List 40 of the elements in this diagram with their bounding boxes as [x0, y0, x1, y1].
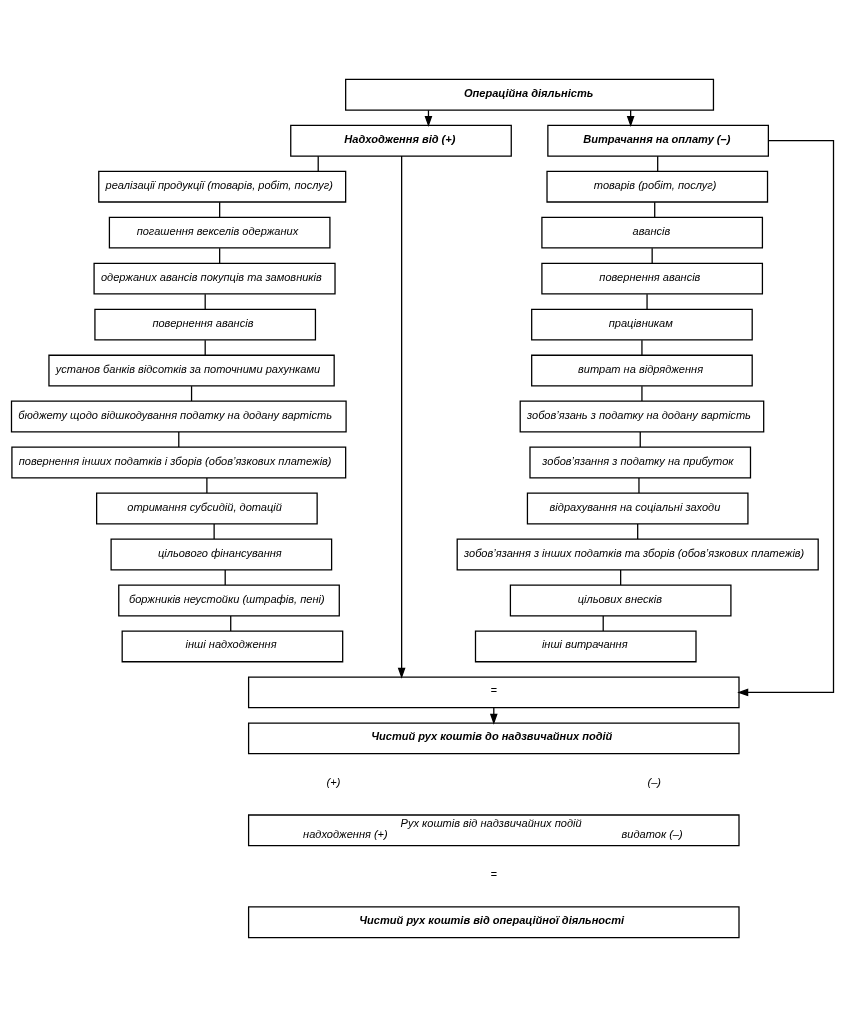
node-box: цільових внесків	[509, 584, 732, 617]
node-box: Операційна діяльність	[345, 78, 715, 111]
node-box: Рух коштів від надзвичайних подій надходження (+) видаток (–)	[247, 814, 740, 847]
connector	[641, 339, 643, 356]
node-box: зобов’язання з податку на прибуток	[529, 446, 752, 479]
node-box: установ банків відсотків за поточними рахунками	[48, 354, 335, 387]
connector	[213, 523, 215, 540]
connector	[641, 385, 643, 402]
connector	[638, 477, 640, 494]
node-box: авансів	[541, 216, 764, 249]
node-box: зобов’язання з інших податків та зборів (обов’язкових платежів)	[456, 538, 819, 571]
node-box: реалізації продукції (товарів, робіт, послуг)	[98, 170, 347, 203]
node-box: боржників неустойки (штрафів, пені)	[118, 584, 340, 617]
label: (–)	[647, 776, 661, 789]
node-box: працівникам	[531, 308, 753, 341]
node-box: витрат на відрядження	[531, 354, 753, 387]
node-box: Витрачання на оплату (–)	[547, 124, 769, 157]
connector	[646, 293, 648, 310]
node-box: Чистий рух коштів від операційної діяльності	[247, 906, 740, 939]
label: =	[490, 868, 497, 881]
node-box: Надходження від (+)	[290, 124, 512, 157]
node-box: цільового фінансування	[110, 538, 333, 571]
node-box: Чистий рух коштів до надзвичайних подій	[247, 722, 740, 755]
node-box: повернення інших податків і зборів (обов’язкових платежів)	[11, 446, 347, 479]
node-box: =	[247, 676, 740, 709]
node-box: товарів (робіт, послуг)	[546, 170, 769, 203]
node-box: одержаних авансів покупців та замовників	[93, 262, 336, 295]
node-box: бюджету щодо відшкодування податку на додану вартість	[10, 400, 347, 433]
arrow	[737, 140, 835, 697]
label: (+)	[326, 776, 341, 789]
connector	[206, 477, 208, 494]
node-box: інші надходження	[121, 630, 344, 663]
node-box: інші витрачання	[474, 630, 697, 663]
node-box: отримання субсидій, дотацій	[96, 492, 318, 525]
node-box: зобов’язань з податку на додану вартість	[519, 400, 765, 433]
node-box: погашення векселів одержаних	[108, 216, 331, 249]
node-box: повернення авансів	[541, 262, 764, 295]
node-box: відрахування на соціальні заходи	[526, 492, 749, 525]
node-box: повернення авансів	[94, 308, 317, 341]
arrow	[397, 155, 406, 679]
